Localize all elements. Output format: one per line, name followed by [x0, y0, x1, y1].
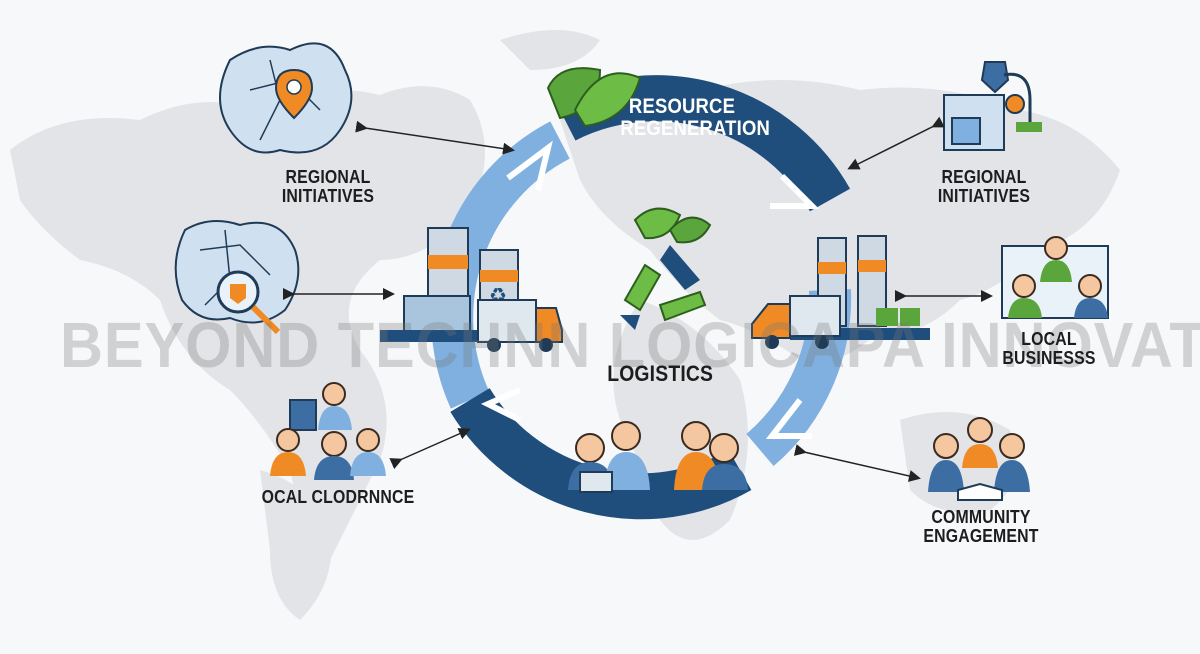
map-location-icon — [219, 42, 353, 154]
watermark-text: BEYOND TECHNN LOGICAPA INNOVATION — [60, 309, 1200, 381]
community-people-icon — [928, 417, 1030, 501]
label-line: REGIONAL — [941, 167, 1027, 187]
label-regional-initiatives-left: REGIONAL INITIATIVES — [266, 168, 389, 206]
ring-title-line-1: RESOURCE — [628, 95, 736, 118]
cycle-arrow-icon — [506, 140, 553, 191]
label-local-businesss: LOCAL BUSINESSS — [1001, 330, 1098, 368]
label-line: INITIATIVES — [937, 185, 1031, 206]
label-line: OCAL CLODRNNCE — [261, 487, 415, 507]
center-logistics-label: LOGISTICS — [607, 361, 714, 386]
leaves-icon — [546, 67, 642, 128]
label-line: LOCAL — [1021, 329, 1077, 349]
video-meeting-icon — [1001, 236, 1109, 319]
label-regional-initiatives-right: REGIONAL INITIATIVES — [922, 168, 1045, 206]
label-line: INITIATIVES — [281, 185, 375, 206]
truck-right-icon — [751, 295, 841, 349]
recycle-icon — [620, 207, 712, 330]
label-community-engagement: COMMUNITY ENGAGEMENT — [915, 508, 1047, 546]
label-line: COMMUNITY — [931, 507, 1031, 527]
cycle-arrow-icon — [770, 173, 820, 209]
label-line: BUSINESSS — [1002, 347, 1096, 368]
lab-equipment-icon — [943, 61, 1042, 151]
map-magnifier-icon — [174, 220, 300, 335]
truck-left-icon — [477, 299, 563, 352]
label-line: REGIONAL — [285, 167, 371, 187]
cycle-arrow-icon — [765, 398, 812, 439]
team-group-icon — [270, 382, 386, 480]
cycle-arrow-icon — [480, 387, 522, 423]
label-ocal-clodrnnce: OCAL CLODRNNCE — [259, 488, 417, 507]
label-line: ENGAGEMENT — [923, 525, 1039, 546]
connector-arrows — [283, 116, 993, 482]
team-people-icon — [568, 421, 748, 493]
ring-title-line-2: REGENERATION — [620, 117, 771, 141]
ring-title: RESOURCE REGENERATION — [620, 95, 771, 141]
